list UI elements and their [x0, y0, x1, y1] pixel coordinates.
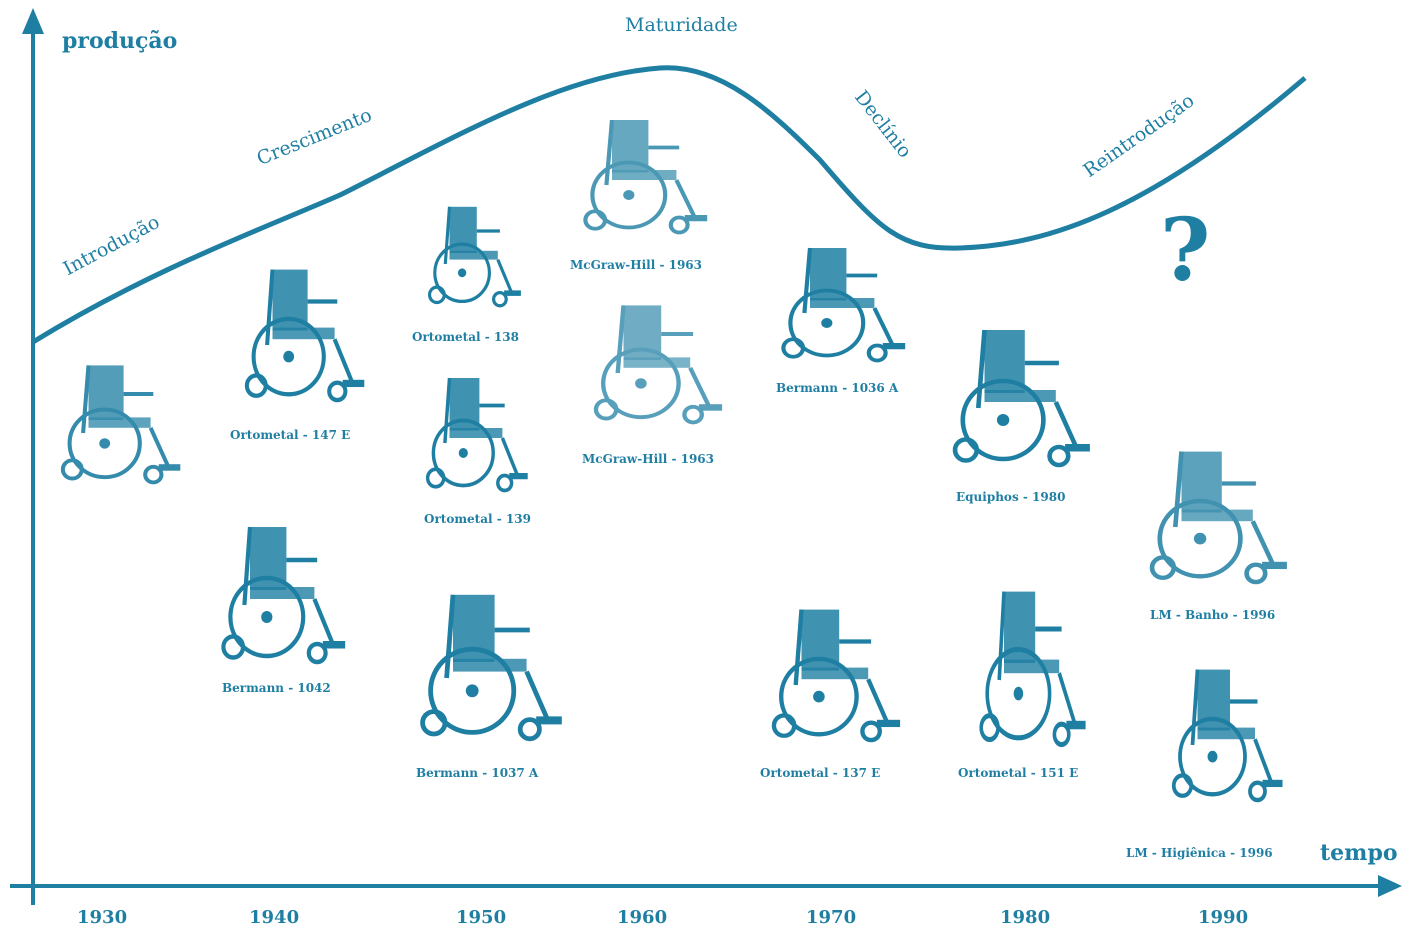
question-mark: ? — [1160, 200, 1211, 301]
chair-bermann-1037a — [423, 595, 562, 739]
year-tick-1950: 1950 — [456, 907, 507, 928]
caption-ortometal-151e: Ortometal - 151 E — [958, 766, 1079, 780]
chair-equiphos-1980 — [955, 330, 1090, 465]
year-tick-1960: 1960 — [617, 907, 668, 928]
chair-bermann-1036a — [783, 248, 905, 361]
year-tick-1970: 1970 — [806, 907, 857, 928]
caption-lm-higienica-1996: LM - Higiênica - 1996 — [1126, 846, 1273, 860]
life-cycle-curve — [31, 65, 1307, 345]
caption-equiphos-1980: Equiphos - 1980 — [956, 490, 1066, 504]
x-axis-label: tempo — [1320, 840, 1398, 866]
chair-ortometal-137e — [774, 610, 900, 741]
caption-ortometal-138: Ortometal - 138 — [412, 330, 519, 344]
caption-bermann-1036a: Bermann - 1036 A — [776, 381, 899, 395]
chair-mcgraw-hill-1963-b — [596, 305, 722, 422]
y-axis-arrowhead — [22, 8, 44, 34]
caption-ortometal-147e: Ortometal - 147 E — [230, 428, 351, 442]
year-tick-1990: 1990 — [1198, 907, 1249, 928]
chair-ortometal-138 — [427, 205, 523, 308]
chair-bermann-1042 — [223, 527, 345, 662]
caption-lm-banho-1996: LM - Banho - 1996 — [1150, 608, 1276, 622]
x-axis-arrowhead — [1378, 875, 1402, 897]
phase-maturidade: Maturidade — [625, 14, 738, 36]
chair-ortometal-147e — [247, 270, 364, 401]
caption-mcgraw-hill-1963-a: McGraw-Hill - 1963 — [570, 258, 702, 272]
year-tick-1930: 1930 — [77, 907, 128, 928]
caption-bermann-1037a: Bermann - 1037 A — [416, 766, 539, 780]
caption-ortometal-137e: Ortometal - 137 E — [760, 766, 881, 780]
year-tick-1980: 1980 — [1000, 907, 1051, 928]
caption-mcgraw-hill-1963-b: McGraw-Hill - 1963 — [582, 452, 714, 466]
y-axis-label: produção — [62, 28, 178, 54]
caption-ortometal-139: Ortometal - 139 — [424, 512, 531, 526]
chair-ortometal-139 — [425, 376, 530, 493]
chair-mcgraw-hill-1963-a — [585, 120, 707, 233]
chair-1930 — [63, 365, 180, 482]
chair-ortometal-151e — [981, 592, 1085, 745]
year-tick-1940: 1940 — [249, 907, 300, 928]
chair-lm-banho-1996 — [1152, 452, 1287, 582]
caption-bermann-1042: Bermann - 1042 — [222, 681, 331, 695]
chair-lm-higienica-1996 — [1174, 670, 1283, 801]
